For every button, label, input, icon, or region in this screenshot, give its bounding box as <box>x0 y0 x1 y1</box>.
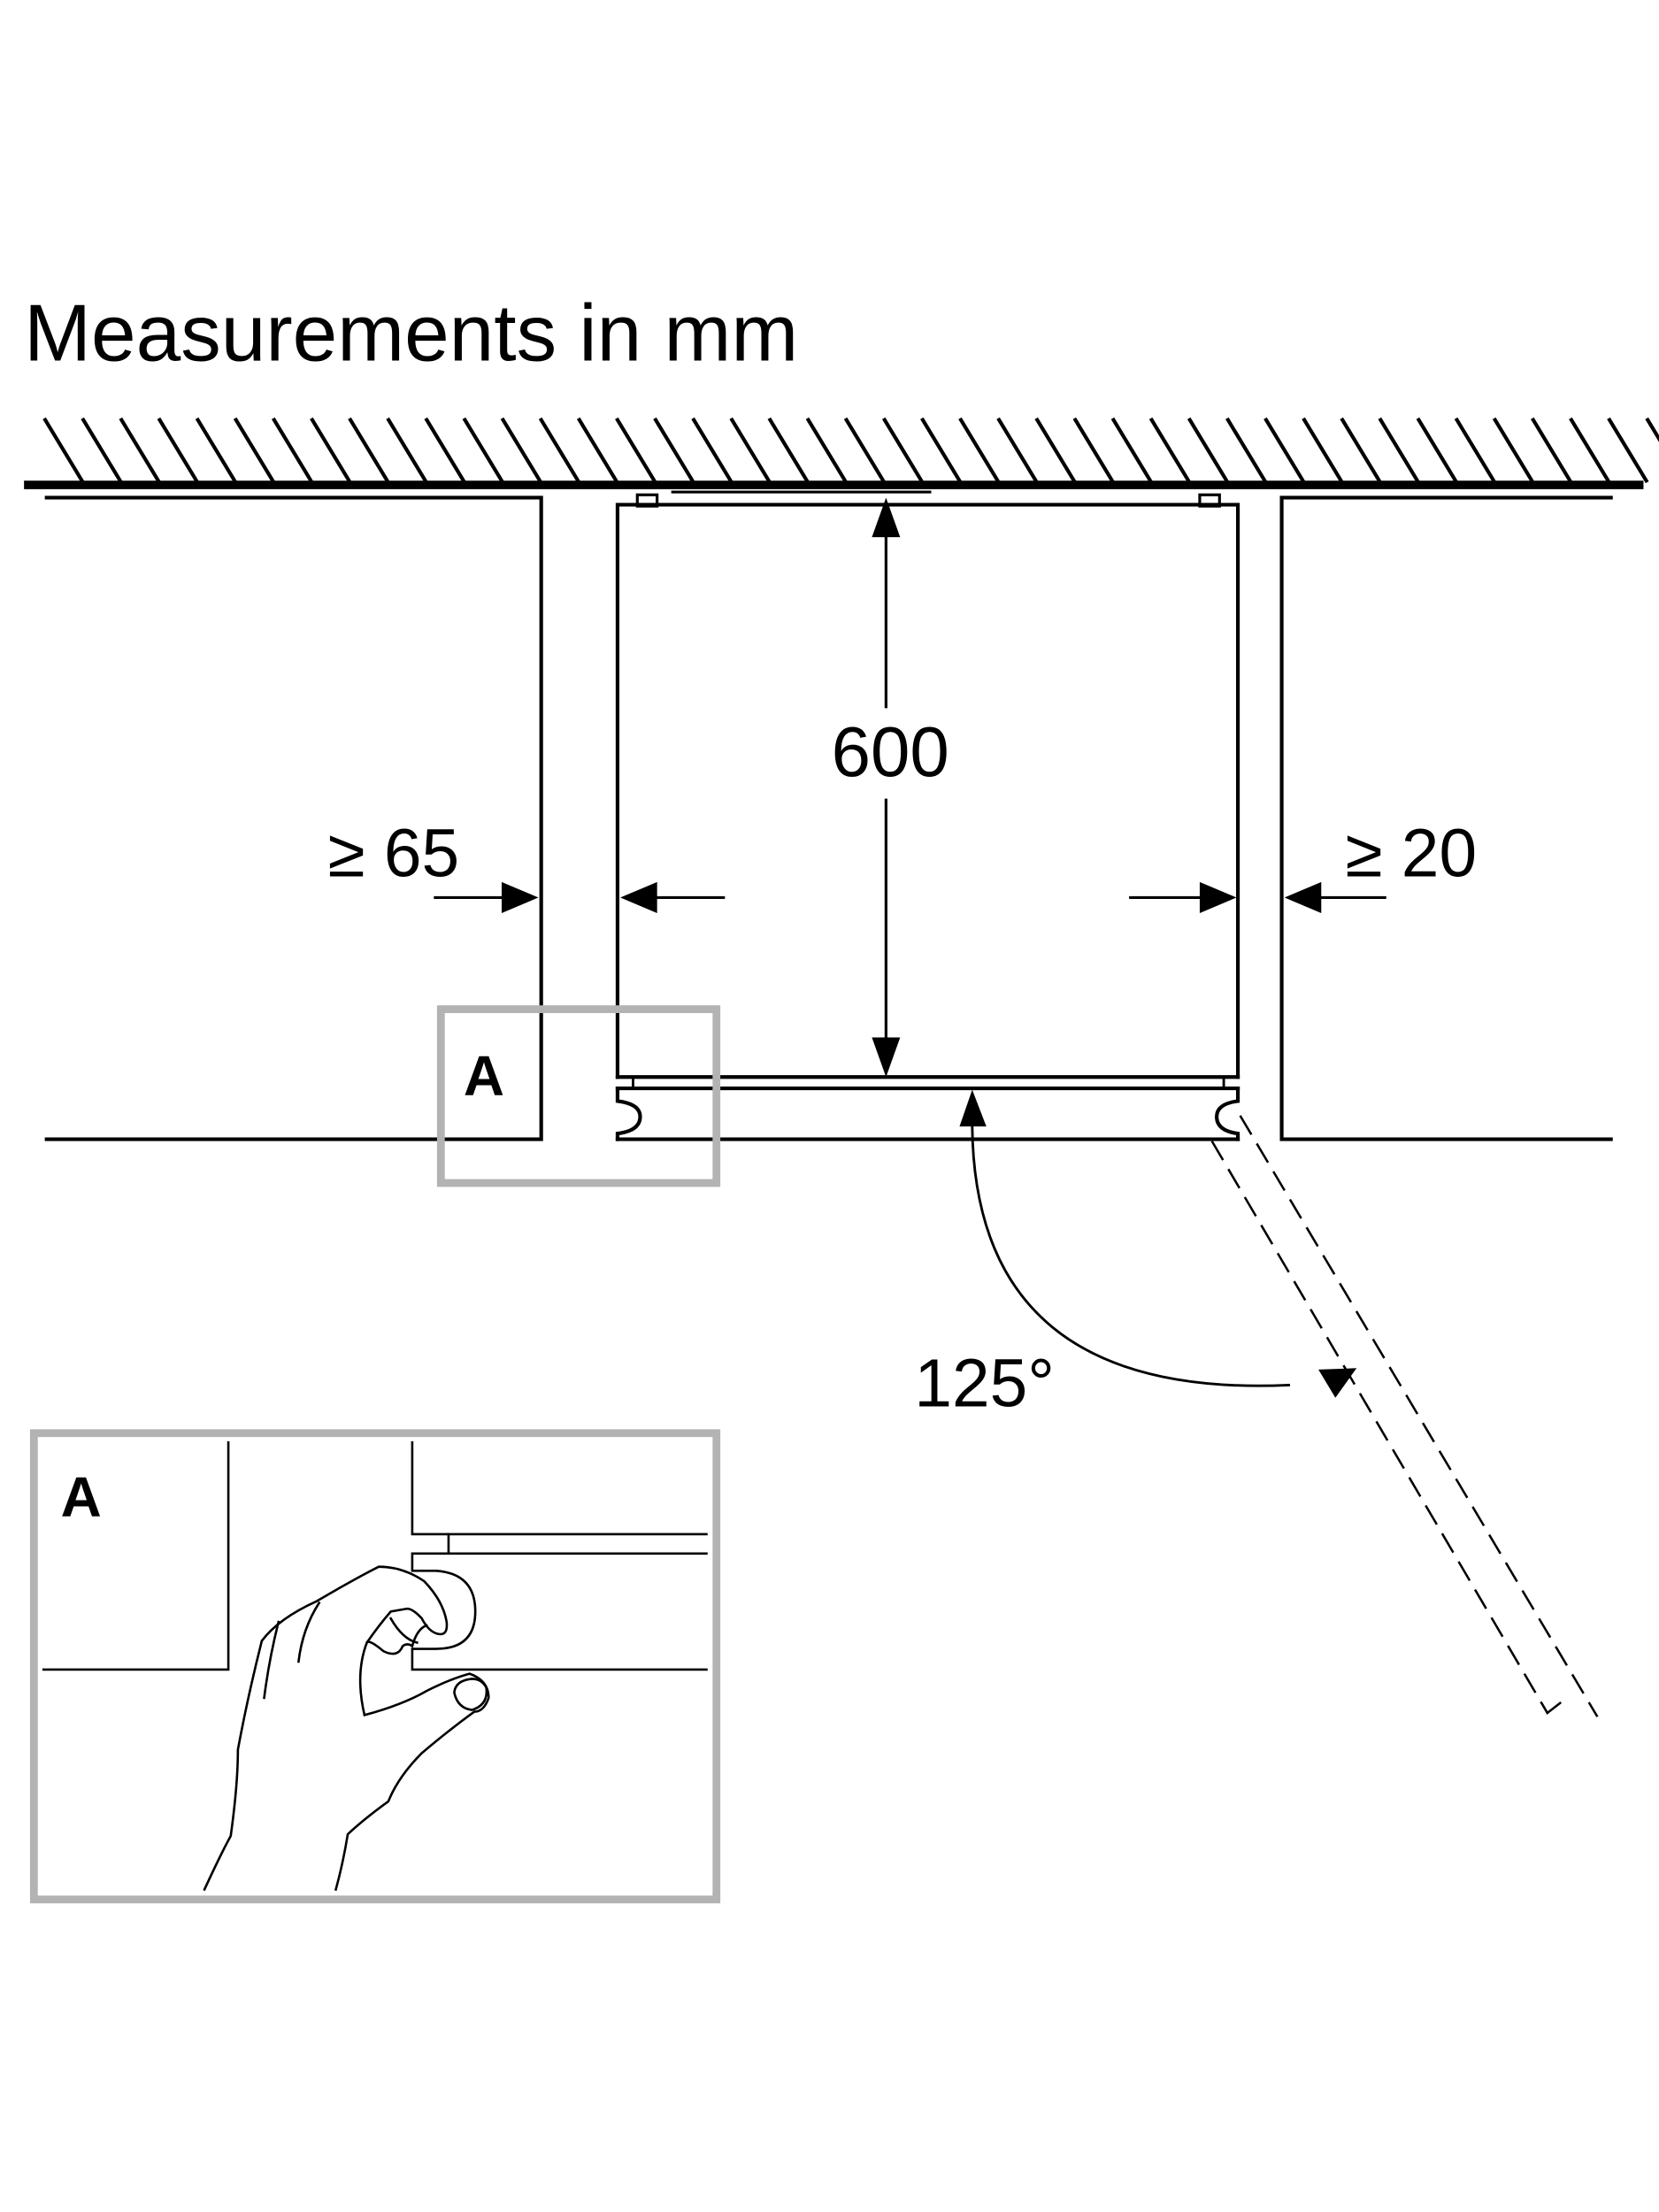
hatch-mark <box>1302 417 1344 484</box>
arrow-up-icon <box>872 497 901 538</box>
left-gap-dimension: ≥ 65 <box>328 816 726 913</box>
open-door-outline <box>1210 1115 1599 1717</box>
hand-icon <box>204 1567 488 1890</box>
depth-dimension: 600 <box>832 497 949 1078</box>
hatch-mark <box>1187 417 1230 484</box>
hatch-mark <box>119 417 161 484</box>
hatch-mark <box>1454 417 1496 484</box>
hatch-mark <box>538 417 581 484</box>
hatch-mark <box>1072 417 1115 484</box>
hatch-mark <box>500 417 542 484</box>
right-gap-label: ≥ 20 <box>1345 816 1477 891</box>
left-cabinet <box>44 495 543 1141</box>
hatch-mark <box>1492 417 1535 484</box>
hatch-mark <box>729 417 772 484</box>
hatch-mark <box>424 417 466 484</box>
hatch-mark <box>233 417 276 484</box>
hatch-mark <box>1110 417 1153 484</box>
detail-inset: A <box>29 1429 721 1904</box>
arrow-left-icon <box>1284 881 1322 913</box>
hatch-mark <box>310 417 352 484</box>
hatch-mark <box>1607 417 1649 484</box>
hatch-mark <box>920 417 963 484</box>
hatch-mark <box>81 417 123 484</box>
right-hinge-icon <box>1215 1086 1240 1141</box>
hatch-mark <box>958 417 1001 484</box>
hatch-mark <box>195 417 237 484</box>
hatch-mark <box>996 417 1039 484</box>
hatch-mark <box>42 417 85 484</box>
diagram-title: Measurements in mm <box>24 289 798 379</box>
door-angle-dimension: 125° <box>914 1089 1357 1421</box>
door-angle-label: 125° <box>914 1346 1055 1421</box>
arrow-left-icon <box>620 881 657 913</box>
hatch-mark <box>1034 417 1077 484</box>
left-hinge-icon <box>615 1086 642 1141</box>
hatch-mark <box>1531 417 1573 484</box>
callout-label: A <box>464 1044 504 1108</box>
hatch-mark <box>805 417 848 484</box>
appliance-door <box>615 1075 1240 1141</box>
hatch-mark <box>767 417 810 484</box>
hatch-mark <box>1645 417 1659 442</box>
hatch-mark <box>386 417 428 484</box>
arrow-up-icon <box>959 1089 987 1127</box>
hatch-mark <box>615 417 657 484</box>
right-cabinet <box>1279 495 1613 1141</box>
arrow-down-icon <box>872 1037 901 1078</box>
detail-callout: A <box>436 1005 721 1187</box>
hatch-mark <box>691 417 733 484</box>
hatch-mark <box>843 417 887 484</box>
hatch-mark <box>348 417 390 484</box>
hatch-mark <box>1148 417 1192 484</box>
inset-label: A <box>61 1465 102 1529</box>
hatch-mark <box>881 417 925 484</box>
left-gap-label: ≥ 65 <box>328 816 460 891</box>
appliance <box>615 490 1240 1079</box>
hatch-mark <box>1340 417 1382 484</box>
hatch-mark <box>1263 417 1306 484</box>
hatch-mark <box>1225 417 1268 484</box>
arrow-right-icon <box>1199 881 1237 913</box>
arrow-right-icon <box>501 881 539 913</box>
depth-label: 600 <box>832 712 949 791</box>
hatch-mark <box>157 417 199 484</box>
hatch-mark <box>271 417 314 484</box>
hatch-mark <box>1416 417 1458 484</box>
hatch-mark <box>576 417 619 484</box>
hatch-mark <box>653 417 695 484</box>
arrow-right-icon <box>1318 1368 1357 1398</box>
wall-hatch <box>42 417 1659 484</box>
hatch-mark <box>1569 417 1611 484</box>
hatch-mark <box>462 417 504 484</box>
hatch-mark <box>1378 417 1420 484</box>
right-gap-dimension: ≥ 20 <box>1129 816 1477 913</box>
